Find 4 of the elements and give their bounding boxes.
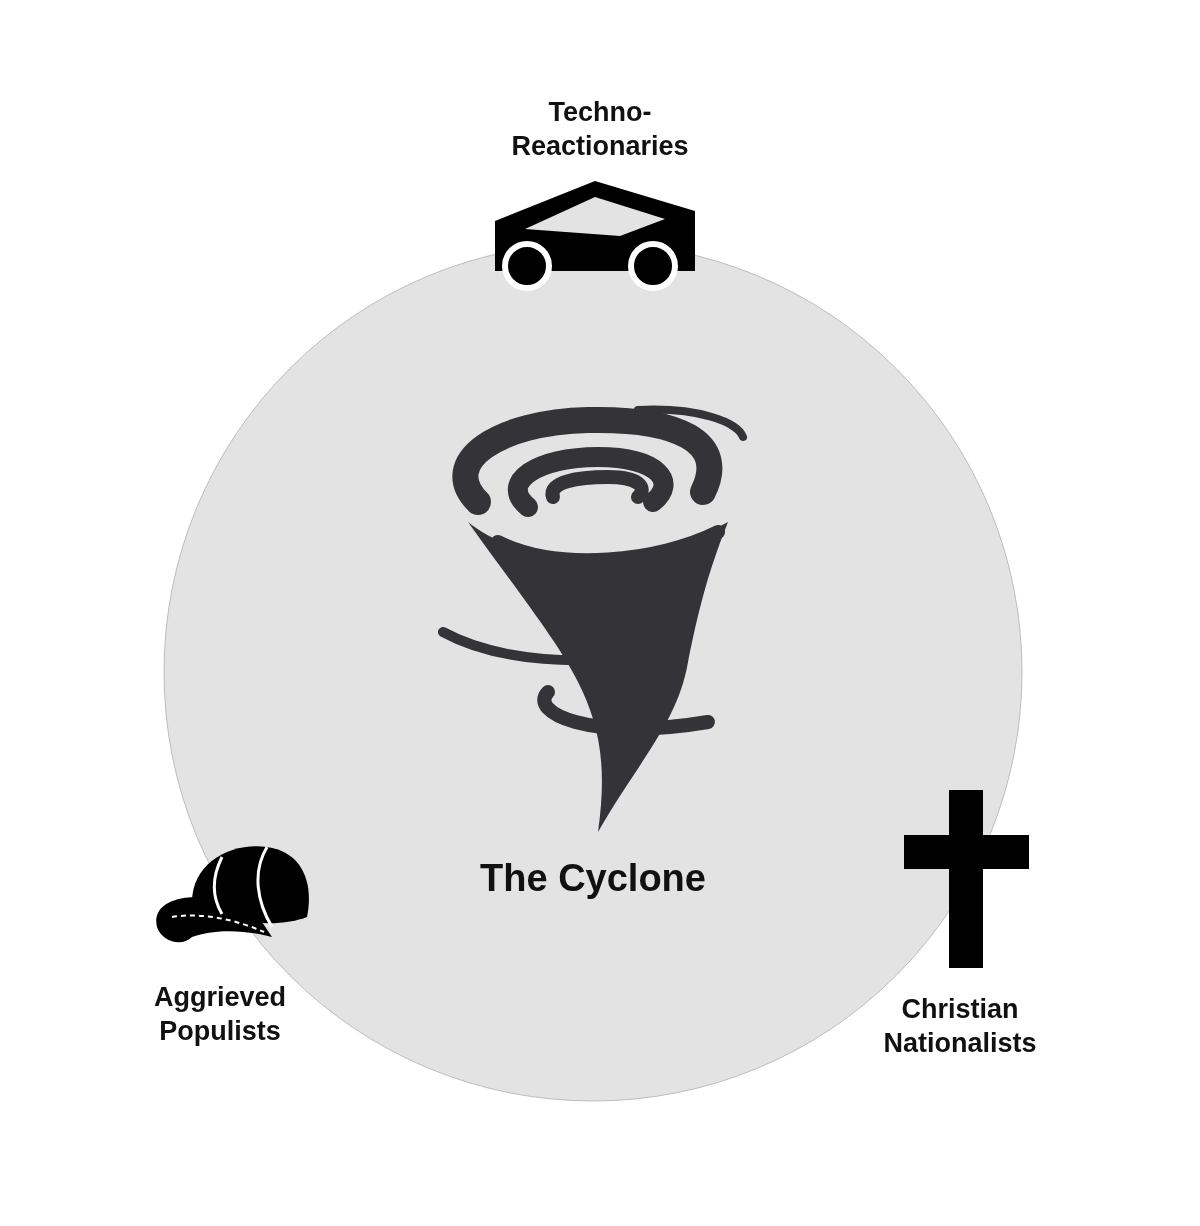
group-label: Aggrieved Populists <box>152 981 287 1048</box>
group-label: Christian Nationalists <box>882 993 1038 1060</box>
center-title: The Cyclone <box>479 856 707 901</box>
group-label: Techno- Reactionaries <box>510 96 690 163</box>
